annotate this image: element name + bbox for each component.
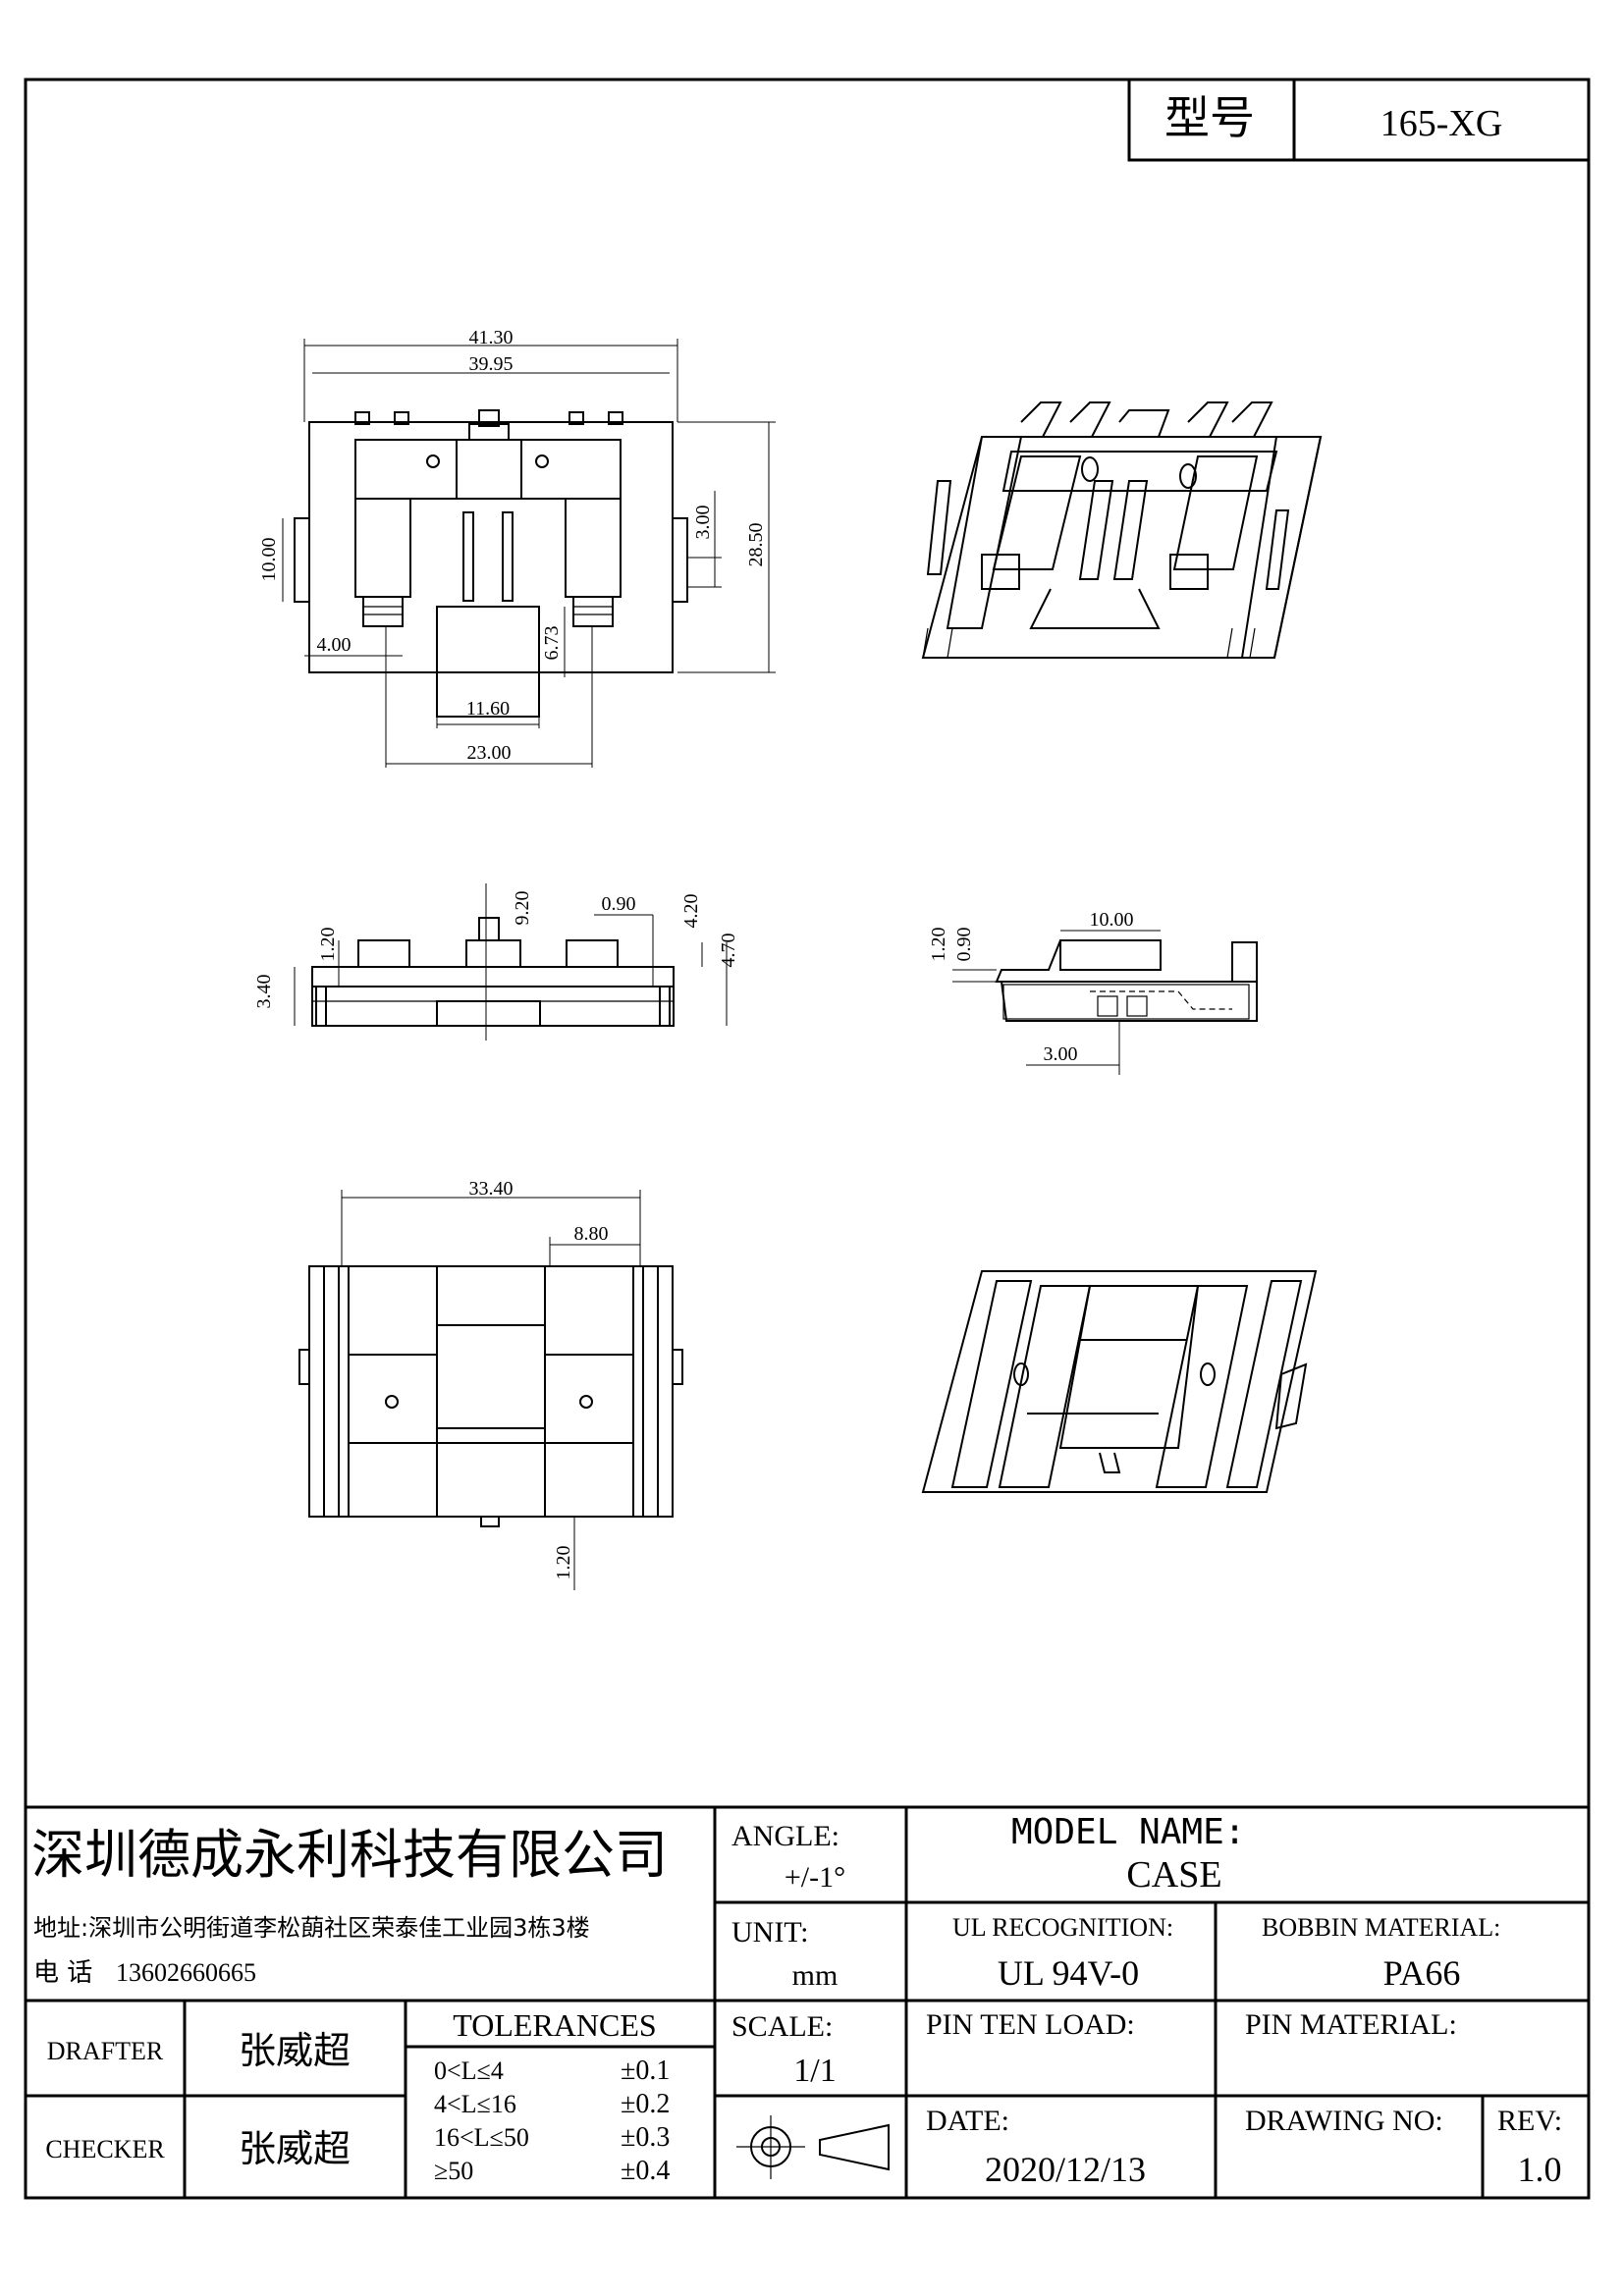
dim-33-40: 33.40 xyxy=(469,1178,514,1200)
scale-value: 1/1 xyxy=(793,2053,836,2089)
unit-value: mm xyxy=(792,1959,839,1992)
angle-label: ANGLE: xyxy=(731,1820,839,1852)
dim-3-40: 3.40 xyxy=(253,975,275,1009)
drafter-name: 张威超 xyxy=(239,2029,351,2072)
dim-11-60: 11.60 xyxy=(466,698,510,720)
company-address: 地址:深圳市公明街道李松蓢社区荣泰佳工业园3栋3楼 xyxy=(33,1914,590,1942)
pin-load-label: PIN TEN LOAD: xyxy=(926,2008,1135,2041)
projection-symbol xyxy=(736,2115,890,2179)
dim-23-00: 23.00 xyxy=(467,742,512,764)
bobbin-value: PA66 xyxy=(1383,1953,1461,1993)
drawing-no-label: DRAWING NO: xyxy=(1245,2105,1443,2137)
dim-4-70: 4.70 xyxy=(718,934,739,968)
sheet-border xyxy=(24,78,1591,2200)
tol-range-3: 16<L≤50 xyxy=(434,2123,529,2152)
tol-value-2: ±0.2 xyxy=(621,2089,670,2119)
title-block: 深圳德成永利科技有限公司 地址:深圳市公明街道李松蓢社区荣泰佳工业园3栋3楼 电… xyxy=(26,1805,1589,2198)
dim-4-00: 4.00 xyxy=(317,634,352,656)
iso-view-bottom xyxy=(921,1270,1318,1493)
rev-value: 1.0 xyxy=(1518,2150,1562,2189)
dim-3-00: 3.00 xyxy=(692,506,714,540)
checker-label: CHECKER xyxy=(45,2135,165,2163)
dim-10-00: 10.00 xyxy=(258,538,280,582)
iso-view-top xyxy=(921,401,1323,659)
date-value: 2020/12/13 xyxy=(985,2150,1146,2189)
dim-1-20-bottom: 1.20 xyxy=(553,1546,574,1580)
dim-side-3-00: 3.00 xyxy=(1044,1043,1078,1065)
dim-8-80: 8.80 xyxy=(574,1223,609,1245)
tol-value-4: ±0.4 xyxy=(621,2156,670,2186)
tol-value-3: ±0.3 xyxy=(621,2122,670,2153)
model-value: 165-XG xyxy=(1380,103,1503,144)
rev-label: REV: xyxy=(1497,2105,1562,2137)
top-view: 41.30 39.95 10.00 3.00 28.50 4.00 6.73 1… xyxy=(258,327,776,768)
ul-label: UL RECOGNITION: xyxy=(952,1913,1173,1942)
phone-number: 13602660665 xyxy=(116,1958,256,1987)
dim-4-20: 4.20 xyxy=(680,894,702,929)
tol-value-1: ±0.1 xyxy=(621,2056,670,2086)
model-box: 型号 165-XG xyxy=(1127,78,1591,162)
tolerances-label: TOLERANCES xyxy=(453,2007,656,2043)
tol-range-1: 0<L≤4 xyxy=(434,2056,504,2085)
tol-range-4: ≥50 xyxy=(434,2157,473,2185)
checker-name: 张威超 xyxy=(239,2127,351,2170)
phone-label: 电 话 xyxy=(33,1958,92,1988)
company-name: 深圳德成永利科技有限公司 xyxy=(31,1824,668,1886)
dim-6-73: 6.73 xyxy=(541,626,563,661)
side-view: 10.00 1.20 0.90 3.00 xyxy=(928,909,1258,1075)
model-name-label: MODEL NAME: xyxy=(1011,1812,1245,1852)
date-label: DATE: xyxy=(926,2105,1009,2137)
dim-41-30: 41.30 xyxy=(469,327,514,348)
dim-side-1-20: 1.20 xyxy=(928,928,949,962)
pin-material-label: PIN MATERIAL: xyxy=(1245,2008,1457,2041)
front-view: 3.40 1.20 9.20 0.90 4.20 4.70 xyxy=(253,883,739,1041)
drafter-label: DRAFTER xyxy=(47,2037,164,2065)
angle-value: +/-1° xyxy=(785,1861,845,1894)
dim-9-20: 9.20 xyxy=(512,891,533,926)
dim-1-20: 1.20 xyxy=(317,928,339,962)
unit-label: UNIT: xyxy=(731,1916,809,1949)
model-label: 型号 xyxy=(1164,91,1255,144)
bottom-view: 33.40 8.80 1.20 xyxy=(298,1178,683,1590)
dim-0-90: 0.90 xyxy=(602,893,636,915)
dim-28-50: 28.50 xyxy=(745,523,767,567)
model-name-value: CASE xyxy=(1126,1854,1221,1896)
dim-39-95: 39.95 xyxy=(469,353,514,375)
dim-side-10-00: 10.00 xyxy=(1090,909,1134,931)
tol-range-2: 4<L≤16 xyxy=(434,2090,516,2118)
ul-value: UL 94V-0 xyxy=(998,1953,1139,1993)
scale-label: SCALE: xyxy=(731,2010,833,2043)
dim-side-0-90: 0.90 xyxy=(953,928,975,962)
bobbin-label: BOBBIN MATERIAL: xyxy=(1262,1913,1500,1942)
